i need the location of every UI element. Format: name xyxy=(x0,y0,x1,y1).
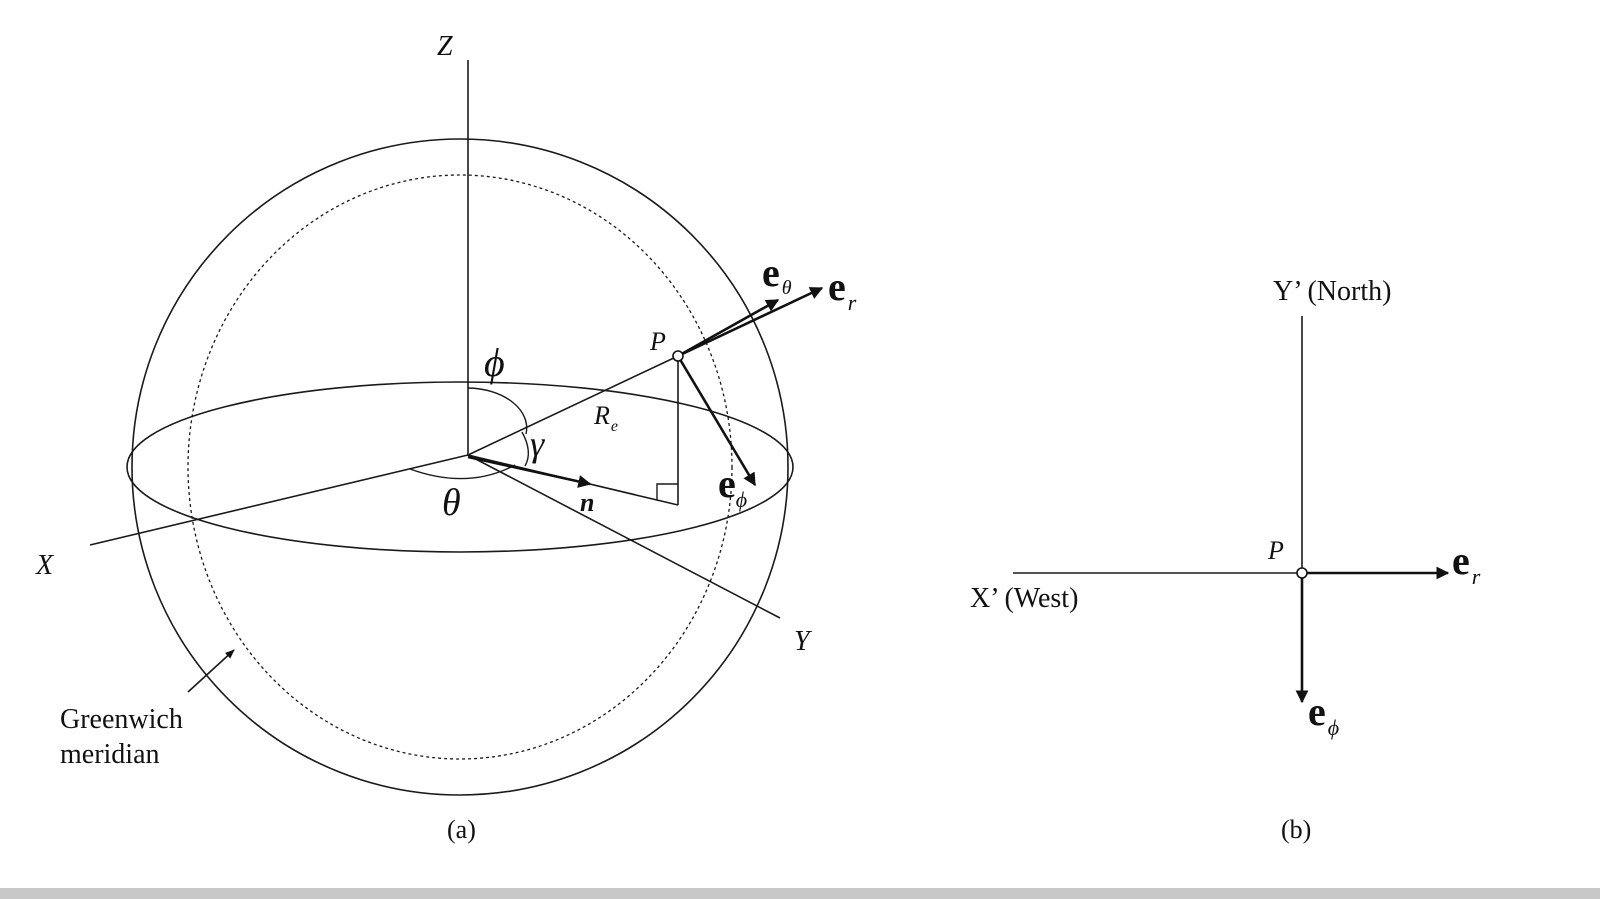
e-phi-label-b-sub: ϕ xyxy=(1328,715,1339,740)
normal-vector xyxy=(467,455,592,488)
phi-angle-label: ϕ xyxy=(484,340,505,385)
e-phi-vector xyxy=(676,355,757,487)
y-axis-label: Y xyxy=(794,626,813,657)
e-phi-label-main: e xyxy=(718,461,736,506)
x-axis xyxy=(89,454,469,546)
caption-b: (b) xyxy=(1281,815,1311,844)
gamma-angle-label: γ xyxy=(530,424,545,464)
e-r-label-main: e xyxy=(828,264,846,309)
x-axis-label: X xyxy=(35,550,54,581)
e-r-vector xyxy=(677,286,824,358)
meridian-pointer-arrow xyxy=(187,649,235,693)
e-theta-vector xyxy=(677,298,780,358)
e-phi-label: eϕ xyxy=(718,461,747,512)
e-r-label: er xyxy=(828,264,857,315)
z-axis-label: Z xyxy=(437,31,453,62)
normal-label: n xyxy=(580,488,594,517)
x-prime-axis-label: X’ (West) xyxy=(970,583,1078,614)
e-theta-label-main: e xyxy=(762,250,780,295)
radius-label-sub: e xyxy=(611,418,618,435)
panel-b: Y’ (North) X’ (West) P er eϕ (b) xyxy=(970,276,1481,844)
phi-arc xyxy=(467,387,528,435)
greenwich-meridian-curve xyxy=(187,174,733,760)
greenwich-meridian-label: Greenwich meridian xyxy=(60,704,190,770)
e-r-label-b: er xyxy=(1452,538,1481,589)
radius-label: Re xyxy=(593,401,618,435)
e-phi-label-b: eϕ xyxy=(1308,689,1339,740)
e-r-label-sub: r xyxy=(848,290,857,315)
point-p-marker xyxy=(672,350,684,362)
greenwich-meridian-line1: Greenwich xyxy=(60,704,183,735)
e-r-label-b-main: e xyxy=(1452,538,1470,583)
e-theta-label-sub: θ xyxy=(782,277,792,299)
point-p-marker-b xyxy=(1296,567,1308,579)
radius-line xyxy=(467,355,679,456)
y-axis xyxy=(467,454,781,619)
point-p-label-b: P xyxy=(1267,536,1284,565)
e-r-label-b-sub: r xyxy=(1472,564,1481,589)
e-phi-label-b-main: e xyxy=(1308,689,1326,734)
e-phi-label-sub: ϕ xyxy=(736,487,747,512)
greenwich-meridian-line2: meridian xyxy=(60,739,160,770)
radius-label-main: R xyxy=(593,401,610,430)
caption-a: (a) xyxy=(447,815,476,844)
equator-ellipse xyxy=(126,381,794,553)
right-angle-marker xyxy=(656,483,678,500)
sphere-outline xyxy=(131,138,789,796)
theta-arc xyxy=(409,464,516,480)
bottom-bar xyxy=(0,888,1600,899)
theta-angle-label: θ xyxy=(442,482,461,524)
point-p-label: P xyxy=(649,327,666,356)
gamma-arc xyxy=(521,431,530,467)
y-prime-axis-label: Y’ (North) xyxy=(1273,276,1391,307)
